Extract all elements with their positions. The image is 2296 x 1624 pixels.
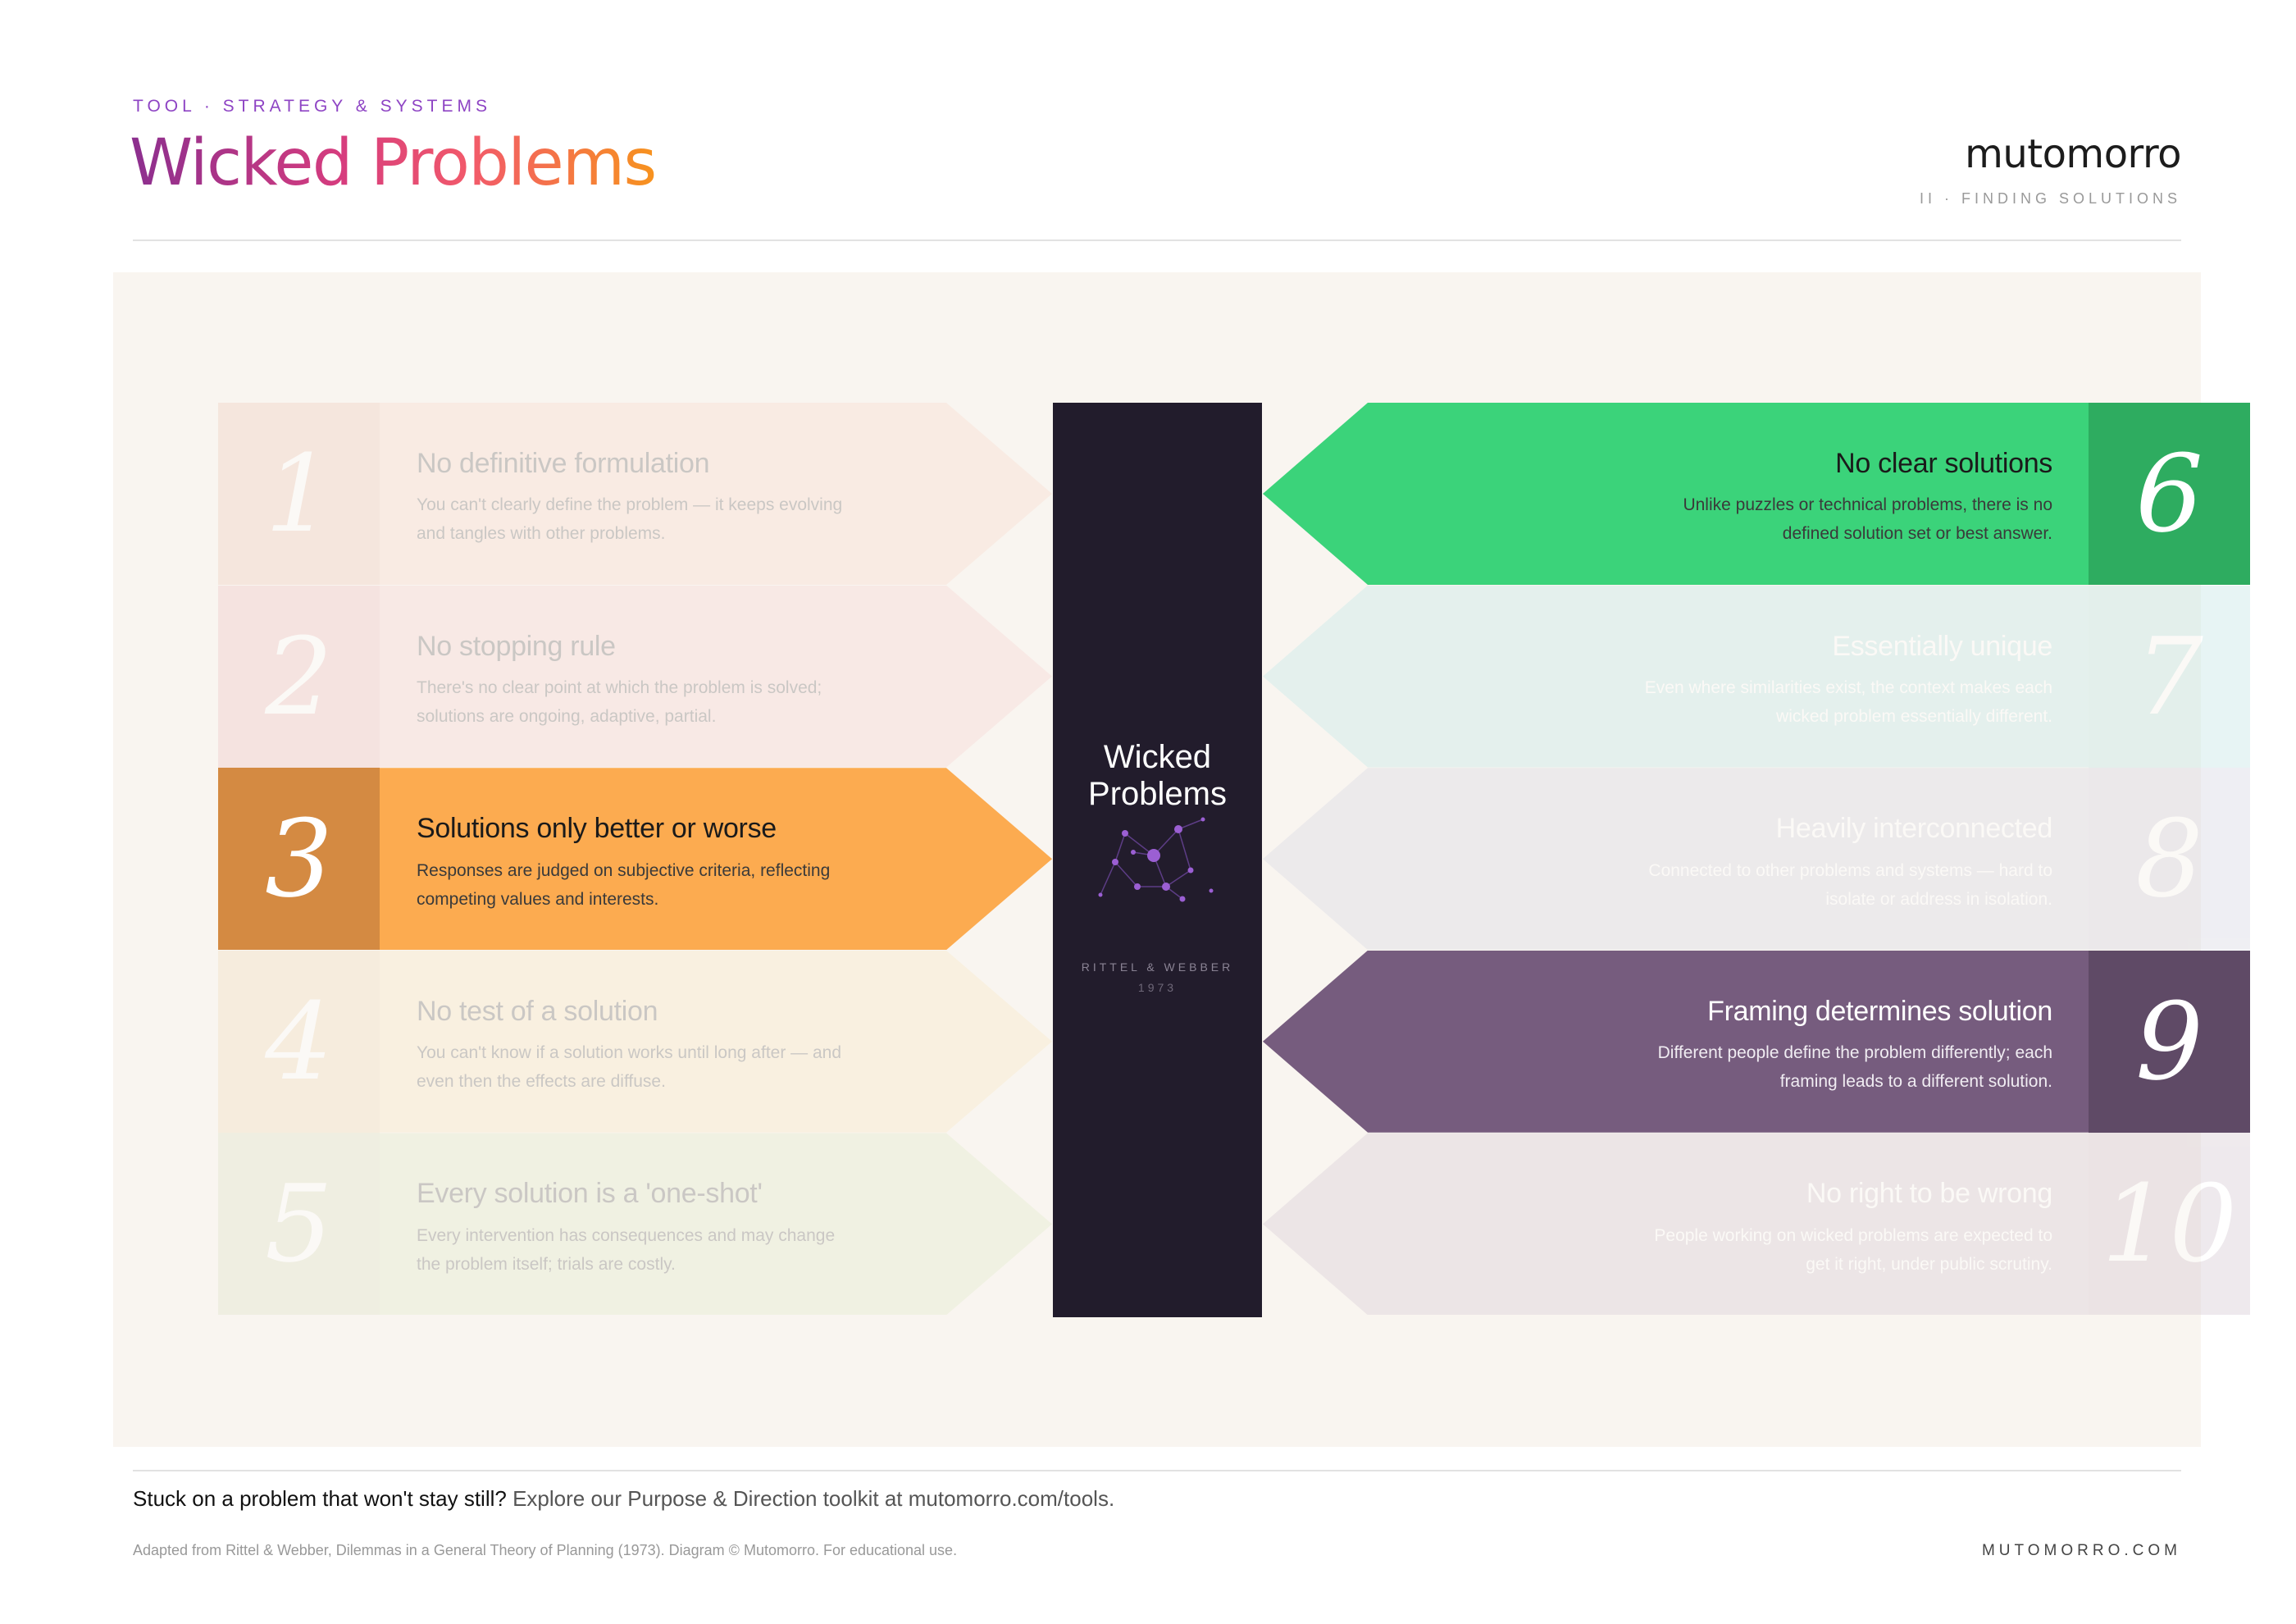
principle-row-5: 5 Every solution is a 'one-shot' Every int…: [218, 1133, 1206, 1316]
principle-arrow: [218, 403, 1052, 585]
principle-title: Heavily interconnected: [1775, 813, 2053, 845]
principle-number: 3: [218, 768, 380, 951]
footer-note: Adapted from Rittel & Webber, Dilemmas i…: [133, 1542, 958, 1558]
footer-divider: [133, 1470, 2181, 1471]
tool-category: TOOL · STRATEGY & SYSTEMS: [133, 97, 491, 116]
footer-cta: Stuck on a problem that won't stay still…: [133, 1486, 1114, 1512]
principle-title: Every solution is a 'one-shot': [417, 1178, 763, 1210]
principle-number: 10: [2089, 1133, 2250, 1316]
principle-description: People working on wicked problems are ex…: [1654, 1225, 2052, 1274]
principle-title: Essentially unique: [1832, 630, 2052, 662]
principle-title: No right to be wrong: [1806, 1178, 2052, 1210]
header-divider: [133, 239, 2181, 241]
attribution: RITTEL & WEBBER: [1081, 960, 1234, 974]
principle-description: Responses are judged on subjective crite…: [417, 860, 831, 909]
principle-arrow: [1263, 585, 2089, 768]
principle-number: 7: [2089, 585, 2250, 768]
principle-arrow: [1263, 950, 2089, 1133]
section-label: II · FINDING SOLUTIONS: [1919, 190, 2181, 207]
principle-arrow: [1263, 768, 2089, 951]
footer-cta-link-text[interactable]: Explore our Purpose & Direction toolkit …: [506, 1486, 1115, 1511]
principle-title: No definitive formulation: [417, 448, 710, 479]
principle-description: Connected to other problems and systems …: [1648, 860, 2052, 909]
principle-arrow: [1263, 1133, 2089, 1316]
principle-number: 6: [2089, 403, 2250, 585]
principle-number: 5: [218, 1133, 380, 1316]
page-title: Wicked Problems: [130, 126, 657, 200]
principle-title: No test of a solution: [417, 995, 658, 1027]
footer-site-link[interactable]: MUTOMORRO.COM: [1981, 1542, 2181, 1559]
center-title: Wicked Problems: [1088, 739, 1227, 812]
principle-description: You can't clearly define the problem — i…: [417, 495, 843, 544]
principle-arrow: [218, 585, 1052, 768]
principle-title: Framing determines solution: [1707, 995, 2052, 1027]
principle-description: Every intervention has consequences and …: [417, 1225, 836, 1274]
principle-text: Every solution is a 'one-shot' Every inte…: [417, 1178, 843, 1278]
principle-title: No clear solutions: [1835, 448, 2052, 479]
principle-arrow: [218, 1133, 1052, 1316]
principle-arrow: [218, 950, 1052, 1133]
principle-number: 9: [2089, 950, 2250, 1133]
brand-logo[interactable]: mutomorro: [1965, 131, 2181, 177]
principle-number: 4: [218, 950, 380, 1133]
principle-number: 2: [218, 585, 380, 768]
principle-description: Even where similarities exist, the conte…: [1644, 677, 2052, 726]
principle-description: Unlike puzzles or technical problems, th…: [1683, 495, 2052, 544]
principle-title: No stopping rule: [417, 630, 616, 662]
year: 1973: [1137, 981, 1178, 994]
principle-description: Different people define the problem diff…: [1657, 1043, 2052, 1092]
principle-title: Solutions only better or worse: [417, 813, 777, 845]
principle-arrow: [1263, 403, 2089, 585]
principle-number: 8: [2089, 768, 2250, 951]
principle-description: You can't know if a solution works until…: [417, 1043, 842, 1092]
footer-cta-strong: Stuck on a problem that won't stay still…: [133, 1486, 507, 1511]
principle-number: 1: [218, 403, 380, 585]
center-column: Wicked Problems: [1053, 403, 1262, 1317]
principle-description: There's no clear point at which the prob…: [417, 677, 822, 726]
network-icon: [1098, 817, 1214, 902]
